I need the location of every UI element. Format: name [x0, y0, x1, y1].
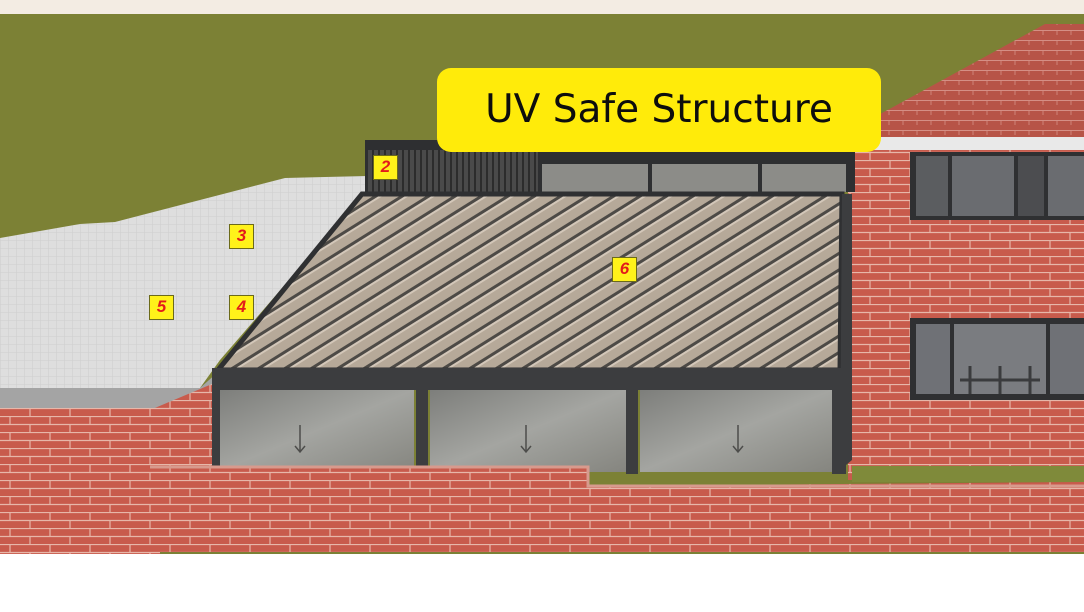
front-beam	[214, 368, 846, 390]
flat-roof	[0, 176, 365, 388]
structure-title: UV Safe Structure	[437, 68, 881, 152]
top-band	[0, 0, 1084, 14]
house-roof-edge	[852, 137, 1084, 152]
glass-panels	[218, 390, 832, 472]
label-marker-2: 2	[373, 155, 398, 180]
label-marker-5: 5	[149, 295, 174, 320]
label-marker-3: 3	[229, 224, 254, 249]
boundary-wall-top	[150, 465, 1084, 488]
frame-posts	[212, 368, 846, 474]
upper-window	[910, 152, 1084, 220]
left-wall-return	[150, 384, 212, 470]
label-marker-6: 6	[612, 257, 637, 282]
hedge	[852, 466, 1084, 482]
flat-roof-fascia	[0, 372, 218, 410]
label-marker-4: 4	[229, 295, 254, 320]
left-wall	[0, 408, 160, 554]
lower-window	[910, 318, 1084, 400]
louvre-roof	[218, 194, 842, 370]
house-roof	[818, 24, 1084, 148]
